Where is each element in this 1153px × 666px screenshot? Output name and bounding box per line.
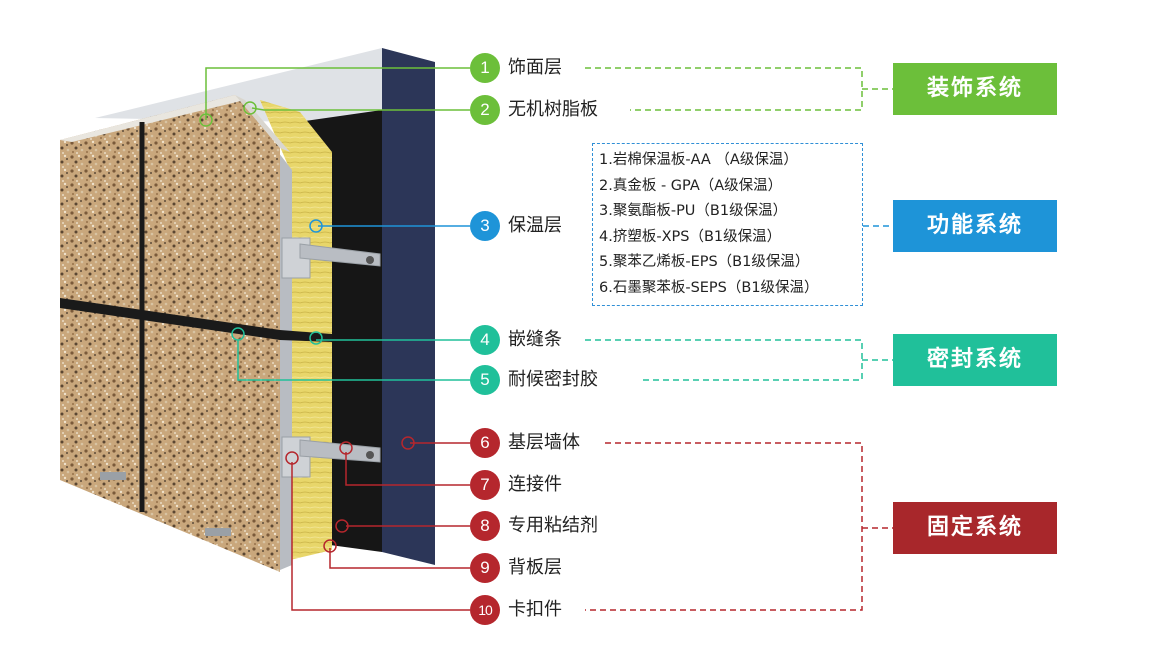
insulation-option: 4.挤塑板-XPS（B1级保温） [599,228,782,245]
badge-4: 4 [470,325,500,355]
stone-face [60,95,280,572]
system-decoration: 装饰系统 [893,63,1057,115]
badge-2: 2 [470,95,500,125]
label-resin-board: 无机树脂板 [508,99,598,120]
label-base-wall: 基层墙体 [508,432,580,453]
badge-10: 10 [470,595,500,625]
label-sealant: 耐候密封胶 [508,369,598,390]
label-insulation-layer: 保温层 [508,215,562,236]
insulation-option: 1.岩棉保温板-AA （A级保温） [599,152,798,168]
connector-upper [281,237,381,279]
label-back-panel: 背板层 [508,557,562,578]
label-connector: 连接件 [508,474,562,495]
base-wall [382,48,435,565]
badge-9: 9 [470,553,500,583]
insulation-option: 2.真金板 - GPA（A级保温） [599,177,783,194]
badge-1: 1 [470,53,500,83]
insulation-option: 5.聚苯乙烯板-EPS（B1级保温） [599,254,810,270]
badge-6: 6 [470,428,500,458]
badge-8: 8 [470,511,500,541]
insulation-option: 3.聚氨酯板-PU（B1级保温） [599,203,788,219]
label-adhesive: 专用粘结剂 [508,515,598,536]
badge-5: 5 [470,365,500,395]
badge-3: 3 [470,211,500,241]
label-clip: 卡扣件 [508,599,562,620]
label-joint-strip: 嵌缝条 [508,329,562,350]
insulation-option: 6.石墨聚苯板-SEPS（B1级保温） [599,279,819,296]
system-function: 功能系统 [893,200,1057,252]
label-finish-layer: 饰面层 [508,57,562,78]
system-sealing: 密封系统 [893,334,1057,386]
insulation-options-box: 1.岩棉保温板-AA （A级保温） 2.真金板 - GPA（A级保温） 3.聚氨… [592,143,863,306]
system-fixing: 固定系统 [893,502,1057,554]
badge-7: 7 [470,470,500,500]
